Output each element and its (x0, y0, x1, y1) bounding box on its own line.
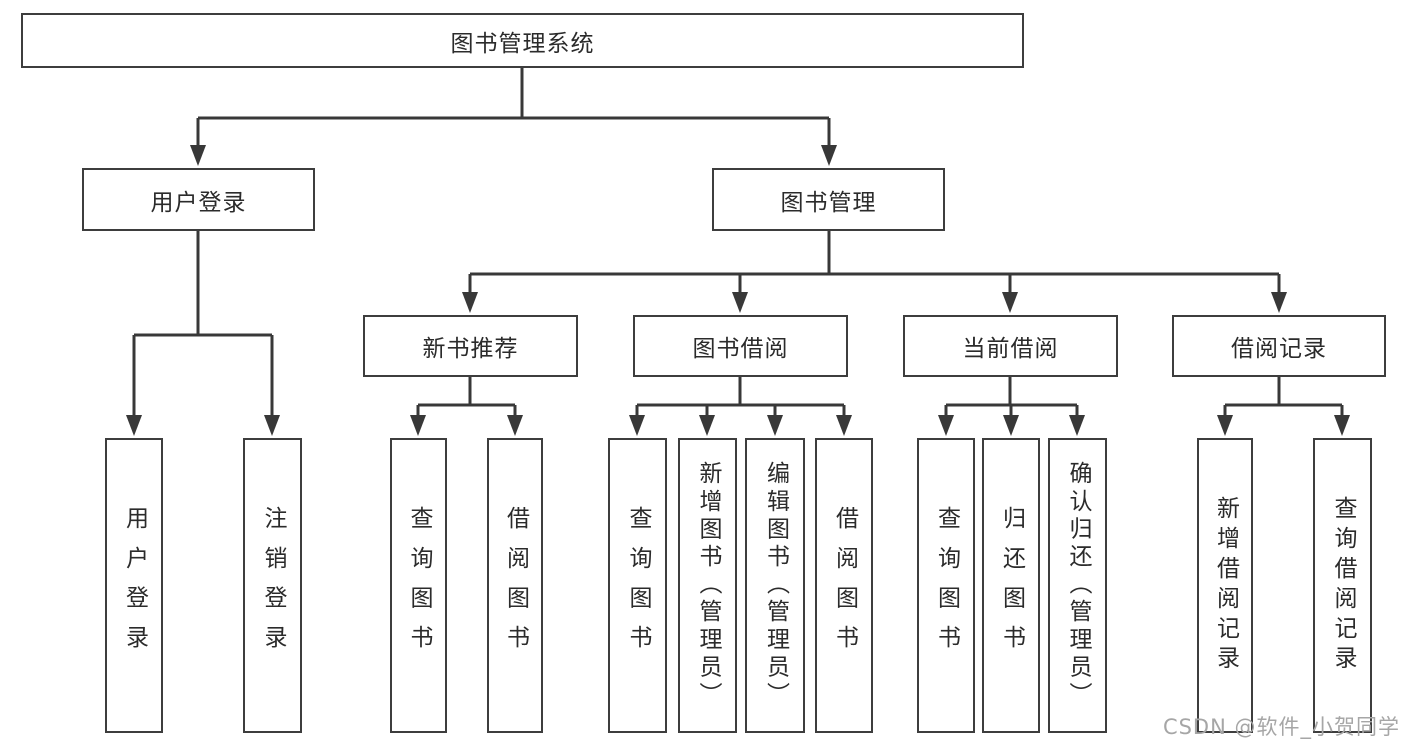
leaf-query-books-recommend: 查询图书 (390, 438, 447, 733)
node-label: 图书管理 (780, 189, 877, 216)
arrow-down-icon (190, 145, 206, 166)
leaf-query-books-current: 查询图书 (917, 438, 975, 733)
node-label: 归还图书 (998, 506, 1025, 665)
node-label: 查询借阅记录 (1330, 495, 1356, 676)
node-label: 图书借阅 (692, 336, 789, 362)
arrow-down-icon (1069, 415, 1085, 436)
node-label: 当前借阅 (962, 336, 1059, 362)
node-borrowing-records: 借阅记录 (1172, 315, 1386, 377)
arrow-down-icon (507, 415, 523, 436)
node-label: 查询图书 (406, 506, 432, 665)
node-label: 编辑图书（管理员） (762, 461, 789, 710)
leaf-confirm-return-admin: 确认归还（管理员） (1048, 438, 1107, 733)
connector-root-to-level1 (196, 68, 831, 150)
leaf-borrow-books-borrowing: 借阅图书 (815, 438, 873, 733)
node-label: 查询图书 (625, 506, 651, 665)
leaf-borrow-books-recommend: 借阅图书 (487, 438, 543, 733)
node-label: 图书管理系统 (450, 30, 595, 57)
node-label: 借阅图书 (502, 506, 529, 665)
node-current-borrowing: 当前借阅 (903, 315, 1118, 377)
connector-bookmgmt-children (468, 231, 1281, 297)
arrow-down-icon (1003, 415, 1019, 436)
connector-borrowing-children (635, 377, 846, 420)
node-label: 注销登录 (260, 506, 286, 665)
node-label: 用户登录 (150, 189, 247, 216)
node-label: 新书推荐 (422, 336, 519, 362)
node-new-book-recommendation: 新书推荐 (363, 315, 578, 377)
arrow-down-icon (1334, 415, 1350, 436)
connector-current-children (944, 377, 1079, 420)
connector-userlogin-children (132, 231, 274, 420)
node-label: 确认归还（管理员） (1065, 461, 1091, 710)
arrow-down-icon (1271, 292, 1287, 313)
leaf-add-book-admin: 新增图书（管理员） (678, 438, 737, 733)
leaf-edit-book-admin: 编辑图书（管理员） (745, 438, 805, 733)
arrow-down-icon (1002, 292, 1018, 313)
leaf-add-borrow-record: 新增借阅记录 (1197, 438, 1253, 733)
node-book-management: 图书管理 (712, 168, 945, 231)
leaf-query-books-borrowing: 查询图书 (608, 438, 667, 733)
leaf-user-login: 用户登录 (105, 438, 163, 733)
node-label: 借阅记录 (1231, 336, 1327, 362)
arrow-down-icon (767, 415, 783, 436)
node-book-borrowing: 图书借阅 (633, 315, 848, 377)
node-label: 借阅图书 (831, 506, 858, 665)
arrow-down-icon (629, 415, 645, 436)
node-label: 新增图书（管理员） (695, 461, 721, 710)
connector-recommend-children (416, 377, 517, 420)
arrow-down-icon (732, 292, 748, 313)
arrow-down-icon (1217, 415, 1233, 436)
node-label: 查询图书 (933, 506, 960, 665)
leaf-logout: 注销登录 (243, 438, 302, 733)
arrow-down-icon (836, 415, 852, 436)
node-library-management-system: 图书管理系统 (21, 13, 1024, 68)
watermark: CSDN @软件_小贺同学 (1162, 715, 1400, 739)
arrow-down-icon (699, 415, 715, 436)
arrow-down-icon (264, 415, 280, 436)
arrowheads (126, 145, 1350, 436)
node-label: 新增借阅记录 (1212, 495, 1239, 676)
arrow-down-icon (410, 415, 426, 436)
connector-records-children (1223, 377, 1344, 420)
leaf-return-books: 归还图书 (982, 438, 1040, 733)
arrow-down-icon (462, 292, 478, 313)
arrow-down-icon (821, 145, 837, 166)
arrow-down-icon (938, 415, 954, 436)
node-user-login: 用户登录 (82, 168, 315, 231)
arrow-down-icon (126, 415, 142, 436)
leaf-query-borrow-record: 查询借阅记录 (1313, 438, 1372, 733)
node-label: 用户登录 (121, 506, 148, 665)
